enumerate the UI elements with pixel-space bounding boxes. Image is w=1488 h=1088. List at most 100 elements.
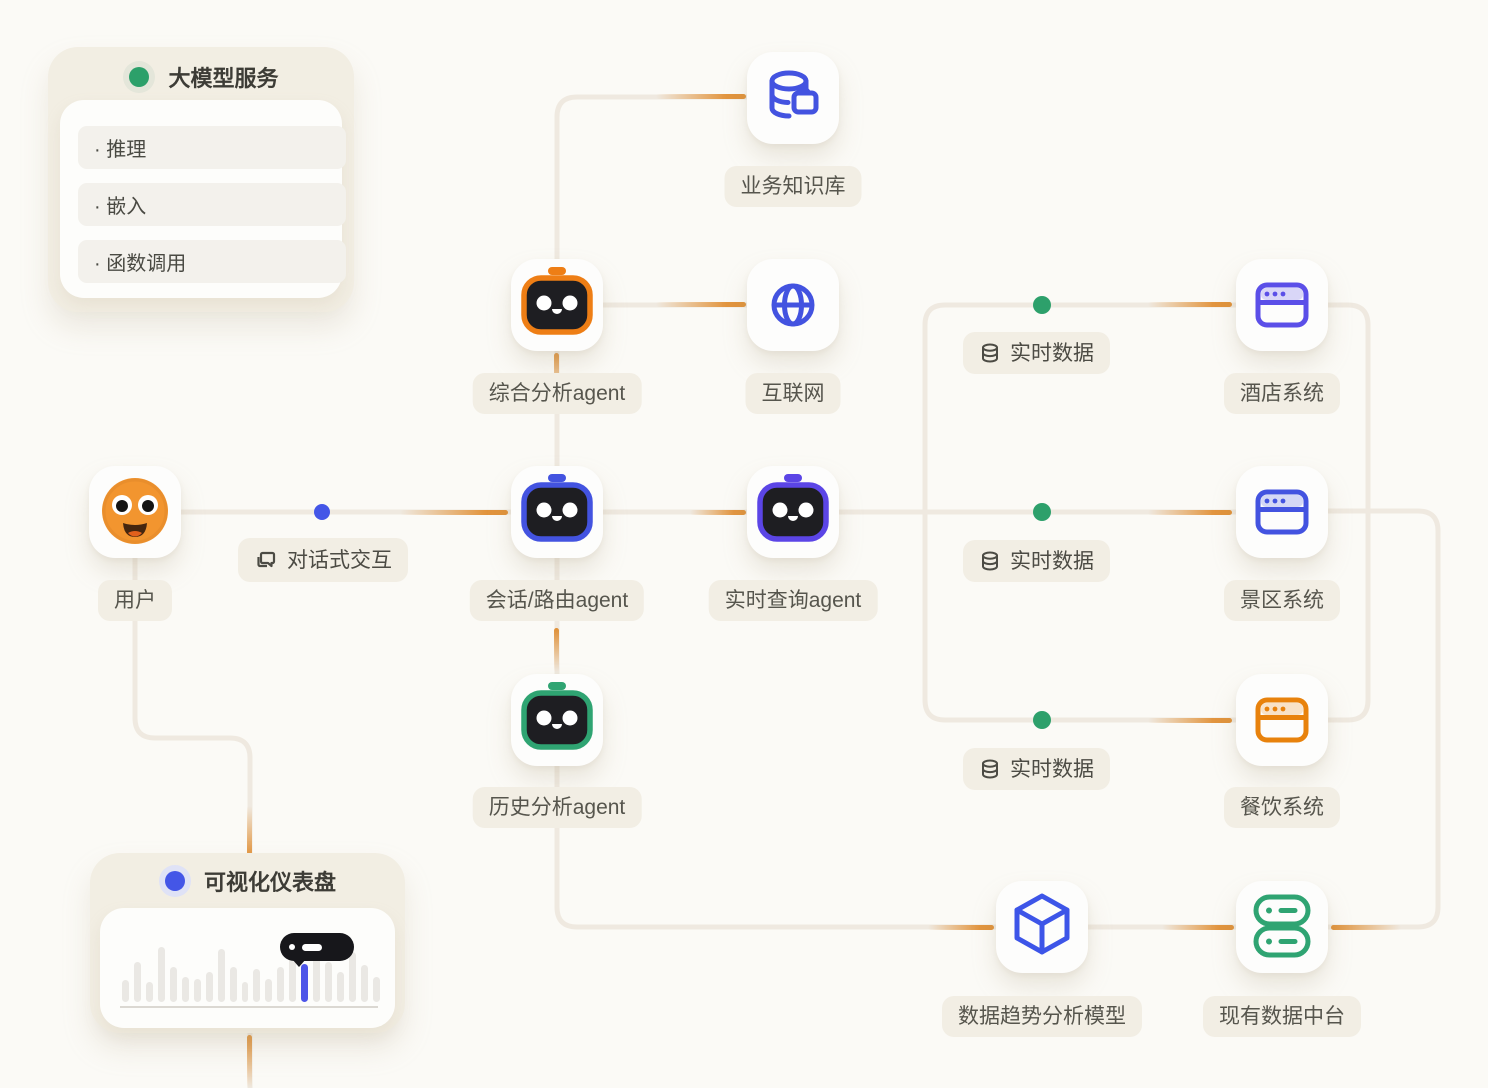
connector-analysis-knowledge [554, 94, 747, 260]
node-internet [747, 259, 839, 351]
robot-icon-green [521, 682, 593, 750]
wire-dot-green [1033, 296, 1051, 314]
flow-highlight [1148, 510, 1232, 515]
badge-realtime-label: 实时数据 [1010, 757, 1094, 781]
label-hotel-system: 酒店系统 [1224, 373, 1340, 414]
flow-highlight [690, 510, 746, 515]
bar [229, 967, 237, 1002]
wire-dot-blue [314, 504, 330, 520]
bar [145, 982, 153, 1002]
badge-conversational-interaction: 对话式交互 [238, 538, 408, 582]
node-scenic-system [1236, 466, 1328, 558]
label-knowledge-base: 业务知识库 [724, 166, 862, 207]
node-query-agent [747, 466, 839, 558]
user-face-icon [102, 478, 168, 544]
label-history-agent: 历史分析agent [472, 787, 642, 828]
tooltip-dash [302, 943, 322, 951]
flow-highlight [1162, 925, 1234, 930]
label-internet: 互联网 [745, 373, 841, 414]
bar [265, 979, 273, 1002]
bar [253, 969, 261, 1002]
chat-bubbles-icon [257, 551, 276, 568]
bar [241, 982, 249, 1002]
dashboard-title: 可视化仪表盘 [203, 870, 336, 895]
label-user: 用户 [98, 580, 172, 621]
llm-panel-header: 大模型服务 [48, 61, 354, 93]
bar [181, 977, 189, 1002]
node-user [89, 466, 181, 558]
node-data-platform [1236, 881, 1328, 973]
bar [325, 962, 333, 1002]
node-hotel-system [1236, 259, 1328, 351]
node-history-agent [511, 674, 603, 766]
database-icon [982, 343, 998, 363]
chart-baseline [120, 1006, 378, 1008]
llm-item-function-call: · 函数调用 [78, 240, 346, 283]
bar [361, 965, 369, 1002]
bar [205, 972, 213, 1002]
badge-realtime-label: 实时数据 [1010, 341, 1094, 365]
chart-tooltip [280, 933, 354, 961]
flow-highlight [554, 353, 559, 391]
label-query-agent: 实时查询agent [708, 580, 878, 621]
flow-highlight [656, 94, 746, 99]
llm-service-panel: 大模型服务 · 推理 · 嵌入 · 函数调用 [48, 47, 354, 312]
bar [313, 949, 321, 1002]
server-stack-icon [1253, 894, 1311, 958]
label-data-platform: 现有数据中台 [1203, 996, 1361, 1037]
node-catering-system [1236, 674, 1328, 766]
robot-icon-orange [521, 267, 593, 335]
bar [277, 967, 285, 1002]
llm-item-embedding: · 嵌入 [78, 183, 346, 226]
bar [169, 967, 177, 1002]
flow-highlight [656, 302, 746, 307]
robot-icon-blue [521, 474, 593, 542]
node-router-agent [511, 466, 603, 558]
tooltip-pointer [292, 959, 306, 967]
green-status-icon [123, 61, 156, 93]
label-catering-system: 餐饮系统 [1224, 787, 1340, 828]
bar-highlight [301, 964, 309, 1002]
llm-item-inference: · 推理 [78, 126, 346, 169]
bar [122, 980, 129, 1002]
bar [349, 952, 357, 1002]
blue-status-icon [158, 865, 191, 897]
globe-icon [771, 283, 815, 327]
bar [217, 949, 225, 1002]
browser-window-icon [1255, 282, 1309, 328]
badge-realtime-data-3: 实时数据 [963, 748, 1110, 790]
dashboard-chart-card [100, 908, 395, 1028]
flow-highlight [1148, 718, 1232, 723]
browser-window-icon [1255, 489, 1309, 535]
database-icon [982, 759, 998, 779]
bar [193, 979, 201, 1002]
dashboard-bars [122, 940, 380, 1002]
label-scenic-system: 景区系统 [1224, 580, 1340, 621]
badge-chat-label: 对话式交互 [287, 548, 392, 572]
bar [289, 947, 297, 1002]
bar [157, 947, 165, 1002]
flow-highlight [247, 1035, 252, 1088]
connector-user-dashboard [132, 556, 253, 856]
connector-history-trendmodel [554, 765, 997, 930]
connector-platform-scenic-rail [1327, 508, 1441, 930]
flow-highlight [400, 510, 508, 515]
wire-dot-green [1033, 711, 1051, 729]
node-analysis-agent [511, 259, 603, 351]
database-icon [982, 551, 998, 571]
bar [373, 977, 380, 1002]
flow-highlight [1148, 302, 1232, 307]
label-router-agent: 会话/路由agent [469, 580, 645, 621]
flow-highlight [554, 628, 559, 672]
label-analysis-agent: 综合分析agent [472, 373, 642, 414]
wire-dot-green [1033, 503, 1051, 521]
cube-icon [1014, 893, 1070, 955]
flow-highlight [247, 806, 252, 855]
connector-hotel-catering-rail [1327, 302, 1371, 723]
robot-icon-indigo [757, 474, 829, 542]
node-knowledge-base [747, 52, 839, 144]
bar [337, 972, 345, 1002]
llm-panel-card: · 推理 · 嵌入 · 函数调用 [60, 100, 346, 298]
dashboard-header: 可视化仪表盘 [90, 865, 405, 897]
